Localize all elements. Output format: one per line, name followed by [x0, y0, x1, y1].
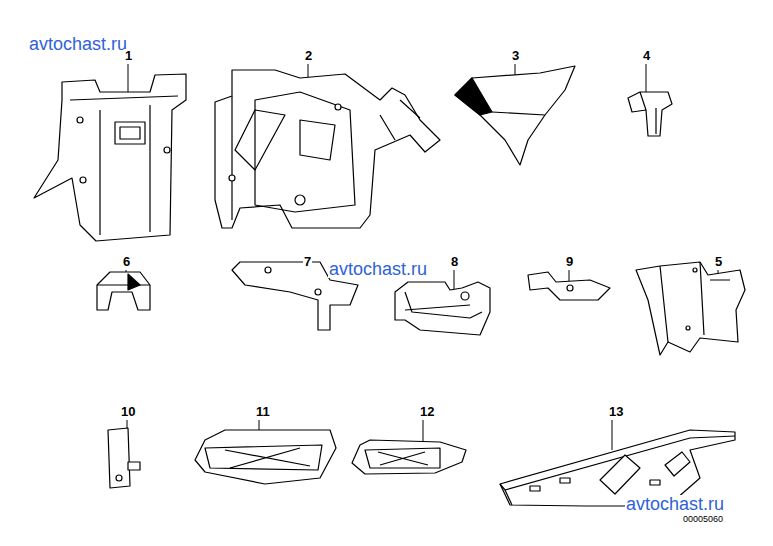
callout-number: 4	[642, 49, 651, 62]
part-12	[352, 440, 466, 474]
callout-number: 3	[511, 49, 520, 62]
callout-number: 13	[608, 405, 624, 418]
part-8	[395, 282, 490, 335]
callout-number: 9	[565, 255, 574, 268]
callout-number: 5	[714, 255, 723, 268]
part-9	[528, 272, 610, 300]
callout-number: 12	[419, 405, 435, 418]
callout-number: 11	[255, 405, 271, 418]
part-1	[34, 74, 186, 241]
part-2	[215, 70, 440, 228]
callout-number: 8	[450, 255, 459, 268]
leader-lines	[126, 64, 718, 455]
watermark: avtochast.ru	[625, 495, 725, 513]
part-10	[108, 428, 140, 488]
part-6	[97, 272, 150, 310]
callout-number: 6	[122, 255, 131, 268]
callout-number: 7	[303, 255, 312, 268]
callout-number: 10	[120, 405, 136, 418]
callout-number: 2	[304, 49, 313, 62]
watermark: avtochast.ru	[328, 260, 428, 278]
part-4	[628, 92, 672, 136]
part-11	[195, 430, 336, 484]
drawing-number: 00005060	[683, 515, 723, 524]
part-3	[455, 66, 575, 165]
callout-number: 1	[124, 49, 133, 62]
watermark: avtochast.ru	[28, 35, 128, 53]
part-5	[636, 262, 745, 355]
